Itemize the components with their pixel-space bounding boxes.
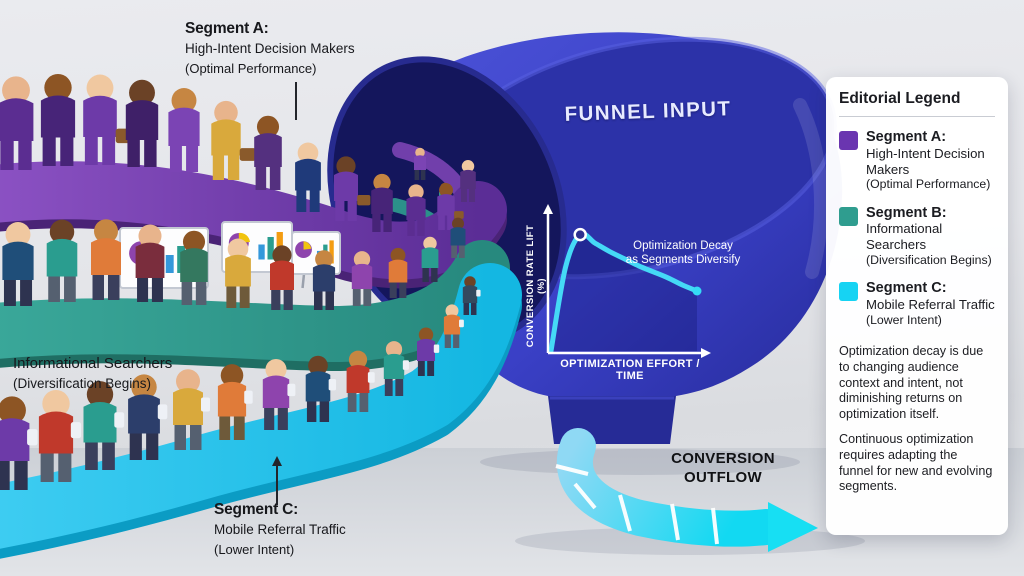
- chart-y-axis-label: CONVERSION RATE LIFT (%): [525, 224, 547, 348]
- legend-divider: [839, 116, 995, 117]
- conversion-outflow-label: CONVERSION OUTFLOW: [660, 449, 786, 487]
- legend-note: Optimization decay is due to changing au…: [839, 344, 984, 421]
- person-figure: [135, 224, 165, 302]
- outflow-arrow-icon: [768, 502, 818, 552]
- decay-chart: [543, 204, 711, 358]
- person-figure: [312, 250, 336, 310]
- chart-annotation-line2: as Segments Diversify: [625, 254, 741, 267]
- person-figure: [40, 73, 76, 166]
- y-axis-arrow-icon: [543, 204, 553, 214]
- editorial-legend-panel: Editorial Legend Segment A: High-Intent …: [826, 77, 1008, 535]
- person-figure: [295, 142, 321, 212]
- person-figure: [388, 247, 408, 298]
- legend-item-segment-c: Segment C: Mobile Referral Traffic (Lowe…: [839, 280, 995, 328]
- chart-annotation-line1: Optimization Decay: [633, 240, 733, 252]
- segment-a-callout: Segment A: High-Intent Decision Makers (…: [185, 19, 355, 79]
- person-figure: [414, 147, 426, 180]
- chart-annotation: Optimization Decay as Segments Diversify: [610, 239, 756, 268]
- segment-a-line2: (Optimal Performance): [185, 61, 317, 77]
- person-figure: [462, 276, 481, 315]
- segment-c-path-ribbon: [0, 263, 522, 559]
- legend-b-line1: Informational Searchers: [866, 221, 943, 253]
- decay-curve-area: [551, 233, 697, 351]
- legend-item-segment-b: Segment B: Informational Searchers (Dive…: [839, 205, 995, 269]
- segment-c-callout: Segment C: Mobile Referral Traffic (Lowe…: [214, 500, 346, 560]
- segment-c-line2: (Lower Intent): [214, 542, 295, 558]
- informational-line2: (Diversification Begins): [13, 376, 152, 392]
- person-figure: [180, 230, 208, 305]
- outflow-line2: OUTFLOW: [684, 469, 762, 487]
- person-figure: [443, 304, 464, 348]
- person-figure: [460, 160, 476, 202]
- person-figure: [254, 115, 282, 190]
- funnel-sheen: [793, 98, 828, 279]
- segment-a-swatch: [839, 131, 858, 150]
- person-figure: [0, 76, 34, 170]
- legend-a-title: Segment A:: [866, 129, 947, 145]
- person-figure: [168, 88, 200, 172]
- person-figure: [91, 219, 121, 300]
- segment-a-title: Segment A:: [185, 20, 269, 37]
- informational-callout: Informational Searchers (Diversification…: [13, 354, 172, 394]
- person-figure: [128, 374, 168, 460]
- person-figure: [2, 222, 34, 306]
- pointer-arrow-segment-c: [272, 456, 282, 505]
- person-figure: [0, 396, 38, 490]
- informational-line1: Informational Searchers: [13, 355, 173, 372]
- person-figure: [262, 358, 296, 430]
- legend-c-title: Segment C:: [866, 280, 947, 297]
- legend-c-line2: (Lower Intent): [866, 312, 942, 327]
- decay-curve: [548, 231, 700, 354]
- person-figure: [173, 369, 210, 450]
- person-figure: [371, 173, 393, 232]
- segment-c-title: Segment C:: [214, 501, 299, 518]
- legend-title: Editorial Legend: [839, 90, 961, 107]
- people-layer: [0, 73, 481, 490]
- segment-c-swatch: [839, 282, 858, 302]
- chart-x-axis-label: OPTIMIZATION EFFORT / TIME: [560, 358, 700, 382]
- person-figure: [305, 355, 337, 422]
- person-figure: [334, 156, 371, 221]
- person-figure: [351, 251, 373, 306]
- person-figure: [83, 381, 125, 470]
- legend-b-title: Segment B:: [866, 204, 947, 221]
- legend-b-line2: (Diversification Begins): [866, 253, 992, 268]
- person-figure: [217, 364, 253, 440]
- peak-marker-icon: [573, 227, 587, 242]
- person-figure: [437, 183, 464, 230]
- pipe-segment-dividers: [555, 464, 719, 545]
- legend-item-segment-a: Segment A: High-Intent Decision Makers (…: [839, 129, 995, 193]
- person-figure: [421, 236, 439, 282]
- person-figure: [383, 341, 409, 396]
- person-figure: [270, 245, 294, 310]
- segment-b-swatch: [839, 206, 858, 226]
- legend-a-line1: High-Intent Decision Makers: [866, 145, 985, 177]
- end-marker-icon: [692, 286, 702, 296]
- person-figure: [38, 389, 82, 482]
- legend-a-line2: (Optimal Performance): [866, 177, 991, 192]
- person-figure: [450, 217, 466, 258]
- person-figure: [225, 238, 251, 308]
- segment-a-line1: High-Intent Decision Makers: [185, 41, 355, 57]
- outflow-line1: CONVERSION: [671, 450, 775, 467]
- legend-c-line1: Mobile Referral Traffic: [866, 297, 995, 313]
- segment-c-line1: Mobile Referral Traffic: [214, 522, 346, 538]
- person-figure: [417, 327, 440, 376]
- legend-note: Continuous optimization requires adaptin…: [839, 432, 993, 494]
- person-figure: [211, 100, 256, 180]
- x-axis-arrow-icon: [701, 348, 711, 358]
- person-figure: [125, 79, 159, 167]
- person-figure: [406, 184, 426, 236]
- person-figure: [46, 219, 78, 302]
- conversion-outflow-pipe: [555, 428, 818, 552]
- person-figure: [346, 350, 375, 412]
